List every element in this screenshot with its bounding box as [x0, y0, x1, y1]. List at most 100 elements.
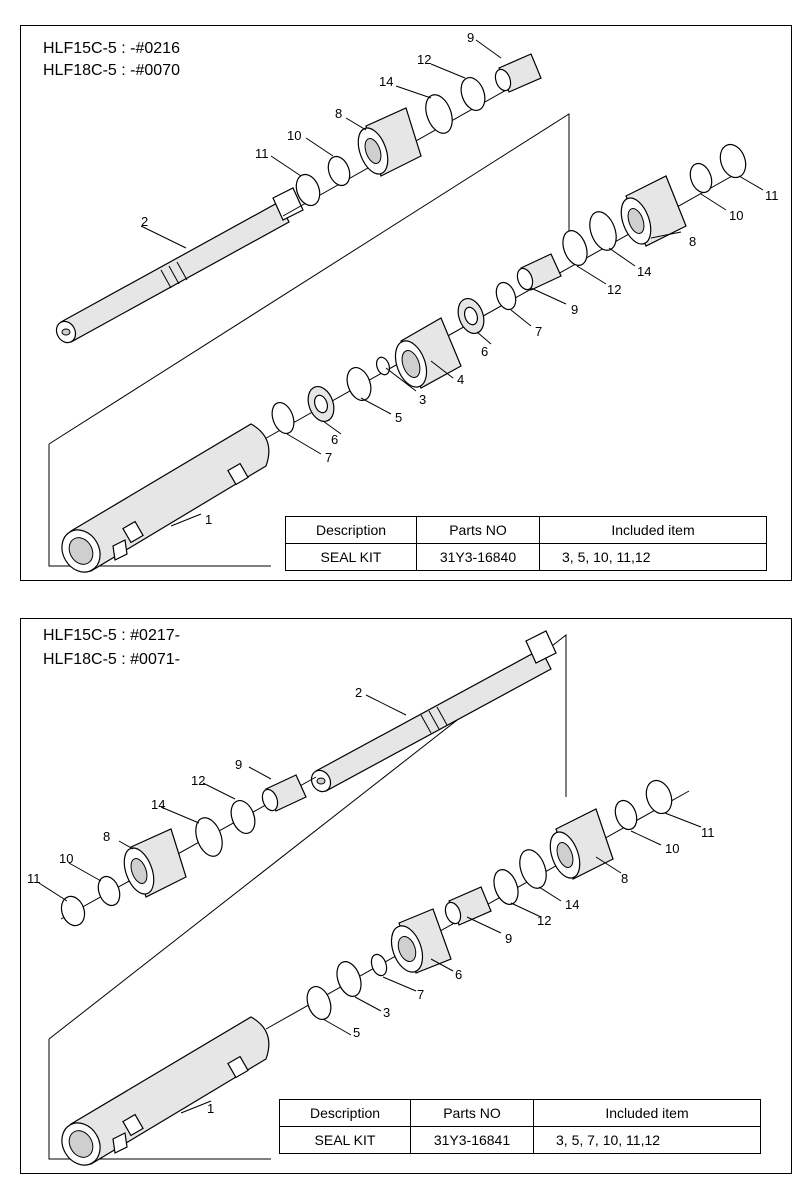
header-included-item: Included item — [539, 516, 767, 544]
callout-7-lower: 7 — [325, 450, 332, 465]
callout-7-upper: 7 — [535, 324, 542, 339]
wiper-11-right — [645, 779, 673, 815]
callout-9-right: 9 — [505, 931, 512, 946]
exploded-view-drawing-1: 2 1 3 4 5 6 7 6 7 9 12 14 8 10 11 11 10 … — [48, 30, 779, 573]
cell-parts-no: 31Y3-16841 — [410, 1126, 534, 1154]
rod-cover-8-right — [620, 175, 687, 247]
callout-2: 2 — [355, 685, 362, 700]
callout-7: 7 — [417, 987, 424, 1002]
piston-rod — [55, 187, 304, 344]
model-range-line-1: HLF15C-5 : -#0216 — [43, 40, 180, 57]
callout-11-right: 11 — [765, 188, 779, 203]
cylinder-tube — [61, 1016, 270, 1166]
cell-parts-no: 31Y3-16840 — [416, 543, 540, 571]
o-ring-3 — [375, 356, 391, 376]
model-range-line-2: HLF18C-5 : #0071- — [43, 651, 180, 668]
bushing-9-right — [516, 253, 562, 291]
seal-10-right — [689, 162, 713, 194]
cell-description: SEAL KIT — [285, 543, 417, 571]
wiper-11-left — [295, 173, 321, 207]
callout-4: 4 — [457, 372, 464, 387]
callout-12-right: 12 — [537, 913, 551, 928]
callout-5: 5 — [353, 1025, 360, 1040]
callout-10-right: 10 — [729, 208, 743, 223]
callout-9-left: 9 — [235, 757, 242, 772]
callout-6-upper: 6 — [481, 344, 488, 359]
callout-8-left: 8 — [103, 829, 110, 844]
piston-6-upper — [457, 297, 485, 335]
seal-12-left — [460, 76, 486, 112]
piston-6 — [390, 908, 452, 974]
callout-8-right: 8 — [689, 234, 696, 249]
backup-ring-14-right — [519, 849, 547, 889]
seal-10-left — [97, 875, 121, 907]
header-included-item: Included item — [533, 1099, 761, 1127]
exploded-view-drawing-2: 2 1 5 3 7 6 9 12 14 8 10 11 11 10 8 14 1… — [27, 630, 715, 1166]
diagram-panel-2: HLF15C-5 : #0217- HLF18C-5 : #0071- — [20, 618, 792, 1174]
seal-12-right — [493, 869, 519, 905]
callout-3: 3 — [383, 1005, 390, 1020]
backup-ring-14-right — [589, 211, 617, 251]
piston-6-lower — [307, 385, 335, 423]
diagram-panel-1: HLF15C-5 : -#0216 HLF18C-5 : -#0070 — [20, 25, 792, 581]
piston-rod — [310, 630, 557, 793]
callout-6: 6 — [455, 967, 462, 982]
rod-cover-8-right — [549, 808, 614, 880]
header-parts-no: Parts NO — [410, 1099, 534, 1127]
callout-10-left: 10 — [59, 851, 73, 866]
cell-included-item: 3, 5, 10, 11,12 — [539, 543, 767, 571]
o-ring-3 — [336, 961, 362, 997]
callout-12-right: 12 — [607, 282, 621, 297]
backup-ring-14-left — [425, 94, 453, 134]
rod-cover-8-left — [357, 107, 422, 177]
callout-12-left: 12 — [417, 52, 431, 67]
callout-10-left: 10 — [287, 128, 301, 143]
wiper-11-right — [719, 143, 747, 179]
seal-12-left — [230, 799, 256, 835]
cell-included-item: 3, 5, 7, 10, 11,12 — [533, 1126, 761, 1154]
callout-9-right: 9 — [571, 302, 578, 317]
model-range-line-2: HLF18C-5 : -#0070 — [43, 62, 180, 79]
snap-ring-7-upper — [495, 281, 517, 311]
seal-12-right — [562, 230, 588, 266]
wiper-11-left — [60, 895, 86, 927]
piston-4 — [394, 317, 462, 389]
callout-11-left: 11 — [27, 871, 41, 886]
header-parts-no: Parts NO — [416, 516, 540, 544]
callout-6-lower: 6 — [331, 432, 338, 447]
seal-10-left — [327, 155, 351, 187]
rod-cover-8-left — [123, 828, 187, 898]
model-range-line-1: HLF15C-5 : #0217- — [43, 627, 180, 644]
callout-1: 1 — [205, 512, 212, 527]
callout-11-left: 11 — [255, 146, 269, 161]
cylinder-tube — [61, 423, 270, 573]
section-plane-outline — [48, 113, 570, 567]
cell-description: SEAL KIT — [279, 1126, 411, 1154]
section-plane-outline — [48, 633, 567, 1160]
callout-5: 5 — [395, 410, 402, 425]
seal-5 — [306, 985, 332, 1021]
snap-ring-7 — [370, 953, 388, 977]
callout-8-left: 8 — [335, 106, 342, 121]
callout-11-right: 11 — [701, 825, 715, 840]
callout-14-right: 14 — [565, 897, 579, 912]
seal-kit-table-2: Description Parts NO Included item SEAL … — [279, 1099, 761, 1154]
callout-3: 3 — [419, 392, 426, 407]
callout-14-left: 14 — [379, 74, 393, 89]
callout-2: 2 — [141, 214, 148, 229]
callout-14-right: 14 — [637, 264, 651, 279]
backup-ring-14-left — [195, 817, 223, 857]
seal-kit-table-1: Description Parts NO Included item SEAL … — [285, 516, 767, 571]
callout-10-right: 10 — [665, 841, 679, 856]
bushing-9-left — [261, 774, 307, 812]
header-description: Description — [279, 1099, 411, 1127]
seal-10-right — [614, 799, 638, 831]
snap-ring-7-lower — [271, 401, 295, 435]
bushing-9-right — [444, 886, 492, 926]
callout-1: 1 — [207, 1101, 214, 1116]
callout-12-left: 12 — [191, 773, 205, 788]
callout-9-left: 9 — [467, 30, 474, 45]
callout-8-right: 8 — [621, 871, 628, 886]
bushing-9-left — [494, 53, 542, 93]
header-description: Description — [285, 516, 417, 544]
